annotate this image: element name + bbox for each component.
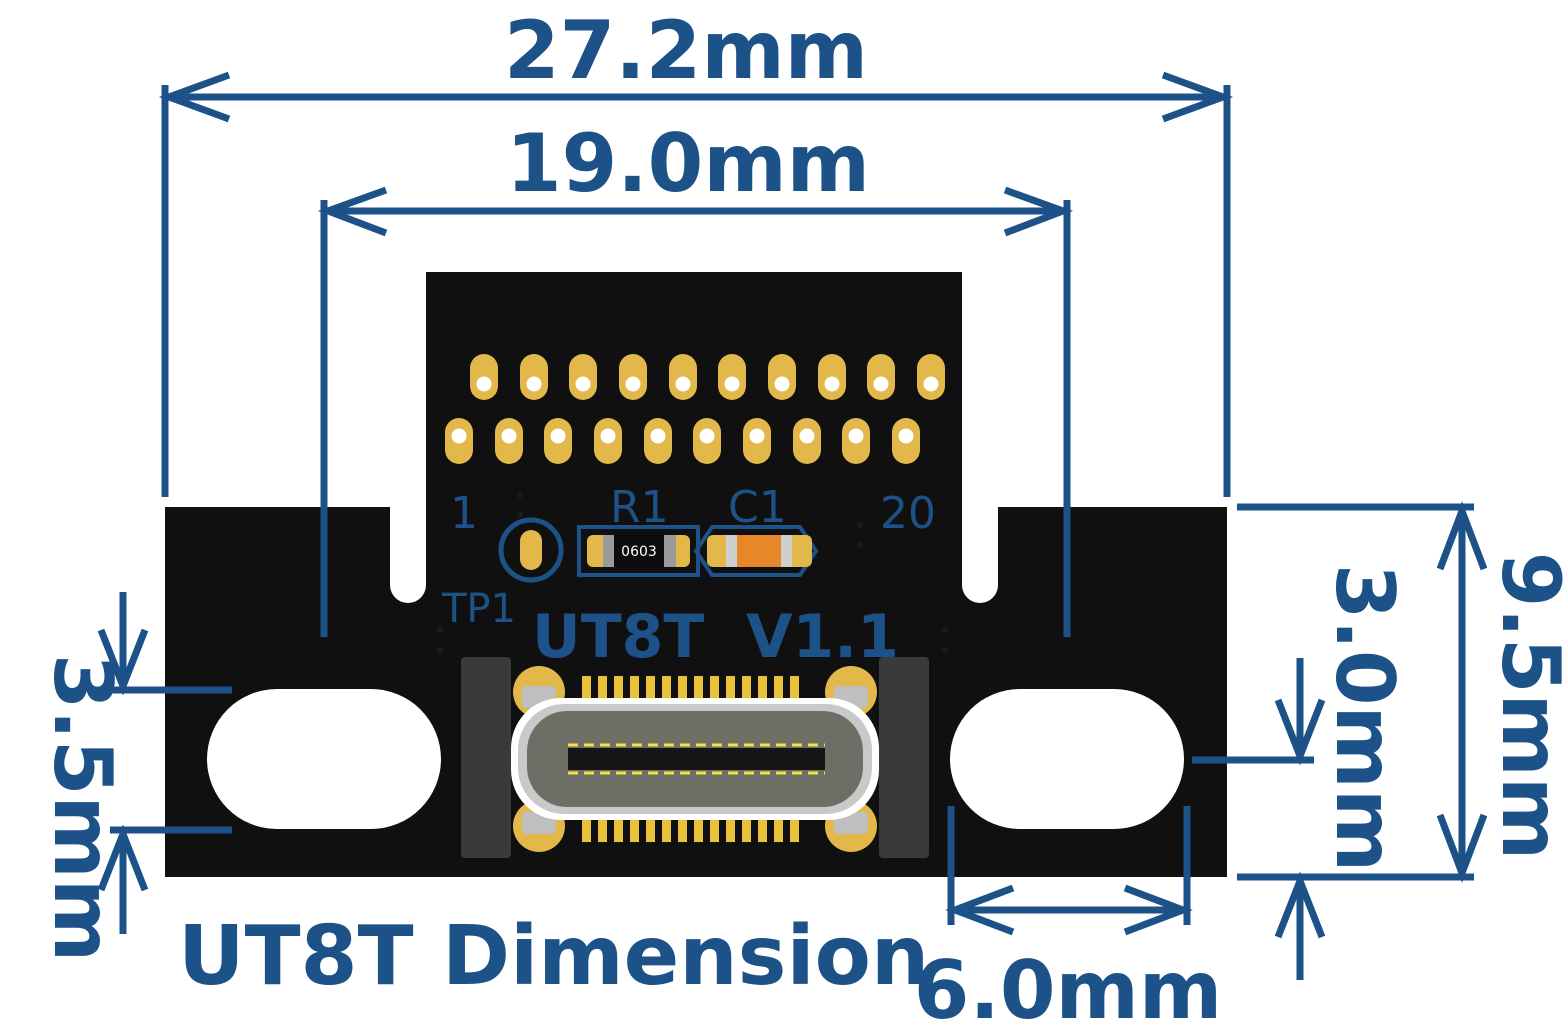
r1-package-text: 0603 (621, 544, 657, 560)
mount-hole-left (207, 689, 441, 829)
usb-c-connector (461, 657, 929, 858)
pcb-board: 1 20 R1 C1 TP1 0603 UT8T V1.1 (165, 272, 1227, 877)
testpoint-tp1 (498, 517, 564, 583)
connector-tongue (568, 748, 825, 770)
via-dots (437, 492, 948, 653)
board-version-label: UT8T V1.1 (532, 602, 899, 672)
connector-pins-bottom (582, 820, 799, 842)
header-pads-bottom-row (445, 418, 920, 464)
connector-bracket-right (879, 657, 929, 858)
dim-board-height-text: 9.5mm (1484, 552, 1565, 860)
pin-1-label: 1 (450, 488, 478, 539)
dim-hole-width-text: 6.0mm (914, 944, 1222, 1032)
dim-slot-span-text: 19.0mm (506, 117, 870, 210)
connector-pins-top (582, 676, 799, 698)
dim-slot-span: 19.0mm (317, 117, 1074, 637)
dim-hole-height: 3.5mm (36, 592, 232, 962)
dim-hole-offset-text: 3.0mm (1318, 564, 1411, 872)
tp1-label: TP1 (441, 586, 516, 632)
pin-20-label: 20 (880, 488, 936, 539)
dim-hole-width: 6.0mm (914, 806, 1222, 1032)
dimension-annotations: 27.2mm 19.0mm 3.5mm 6. (36, 4, 1565, 1032)
dim-board-height: 9.5mm (1237, 501, 1565, 883)
dim-hole-offset: 3.0mm (1192, 564, 1411, 980)
capacitor-c1 (693, 525, 819, 577)
mount-hole-right (950, 689, 1184, 829)
drawing-title: UT8T Dimension (178, 909, 929, 1004)
resistor-r1: 0603 (577, 525, 700, 577)
dim-overall-width-text: 27.2mm (504, 4, 868, 97)
dim-overall-width: 27.2mm (158, 4, 1234, 497)
r1-label: R1 (610, 482, 669, 533)
dim-hole-height-text: 3.5mm (36, 654, 129, 962)
c1-label: C1 (728, 482, 787, 533)
connector-bracket-left (461, 657, 511, 858)
header-pads-top-row (470, 354, 945, 400)
